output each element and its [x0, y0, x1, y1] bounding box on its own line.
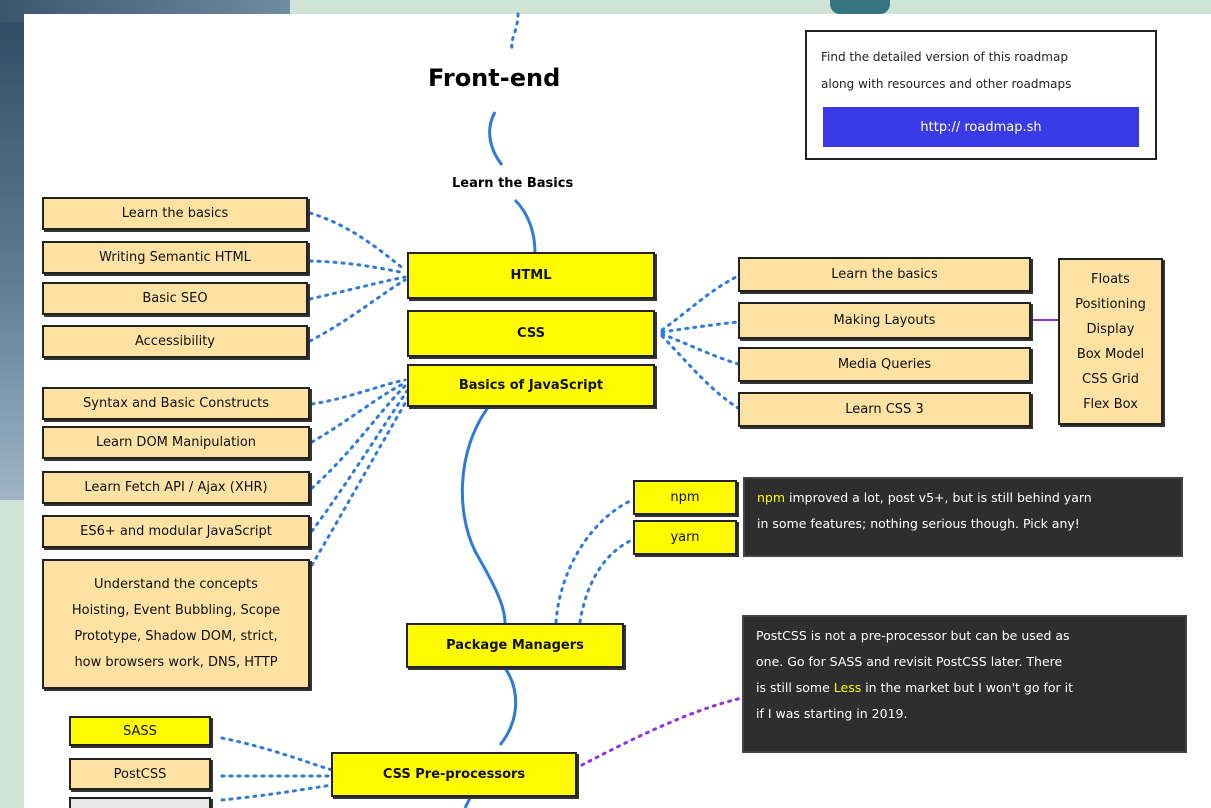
- node-css-preprocessors[interactable]: CSS Pre-processors: [331, 752, 577, 797]
- spine-js-to-pkg: [460, 404, 507, 624]
- link-css-3: [660, 332, 740, 366]
- node-package-managers[interactable]: Package Managers: [406, 623, 624, 668]
- pkg-note: npm improved a lot, post v5+, but is sti…: [743, 477, 1183, 557]
- link-pre-note: [580, 696, 744, 767]
- layout-topic-5: CSS Grid: [1082, 371, 1139, 387]
- info-text-1: Find the detailed version of this roadma…: [821, 50, 1068, 64]
- info-text-2: along with resources and other roadmaps: [821, 77, 1072, 91]
- node-html[interactable]: HTML: [407, 252, 655, 299]
- link-html-1: [308, 211, 407, 272]
- layout-topic-6: Flex Box: [1083, 396, 1138, 412]
- js-item-4[interactable]: ES6+ and modular JavaScript: [42, 515, 310, 548]
- info-box: Find the detailed version of this roadma…: [805, 30, 1157, 160]
- spine-basics-to-html: [513, 198, 537, 254]
- pkg-note-line-2: in some features; nothing serious though…: [757, 516, 1080, 531]
- layout-topic-3: Display: [1086, 321, 1135, 337]
- js-concepts-line-1: Understand the concepts: [94, 577, 258, 592]
- html-item-2[interactable]: Writing Semantic HTML: [42, 241, 308, 274]
- pre-note-line-2: one. Go for SASS and revisit PostCSS lat…: [756, 654, 1063, 669]
- pre-note-line-1: PostCSS is not a pre-processor but can b…: [756, 628, 1070, 643]
- node-css[interactable]: CSS: [407, 310, 655, 357]
- roadmap-link-button[interactable]: http:// roadmap.sh: [823, 107, 1139, 147]
- pkg-note-highlight: npm: [757, 490, 786, 505]
- link-js-4: [310, 388, 410, 533]
- pre-note-line-3: is still some Less in the market but I w…: [756, 675, 1173, 701]
- link-pre-third: [220, 783, 334, 802]
- layout-topic-1: Floats: [1091, 271, 1130, 287]
- pre-note-highlight: Less: [833, 680, 862, 695]
- link-css-4: [660, 334, 740, 410]
- js-concepts-line-3: Prototype, Shadow DOM, strict,: [74, 629, 278, 644]
- pkg-item-npm[interactable]: npm: [633, 480, 737, 515]
- link-html-2: [308, 259, 407, 275]
- css-item-3[interactable]: Media Queries: [738, 347, 1031, 382]
- spine-pre-bottom: [463, 797, 472, 808]
- pkg-item-yarn[interactable]: yarn: [633, 520, 737, 555]
- js-concepts-line-2: Hoisting, Event Bubbling, Scope: [71, 603, 281, 618]
- roadmap-title: Front-end: [428, 64, 561, 92]
- css-item-1[interactable]: Learn the basics: [738, 257, 1031, 292]
- layout-topic-2: Positioning: [1075, 296, 1146, 312]
- section-subtitle: Learn the Basics: [452, 176, 574, 191]
- html-item-1[interactable]: Learn the basics: [42, 197, 308, 230]
- link-pkg-yarn: [578, 538, 634, 624]
- css-item-4[interactable]: Learn CSS 3: [738, 392, 1031, 427]
- pkg-note-line-1: npm improved a lot, post v5+, but is sti…: [757, 485, 1169, 511]
- link-html-4: [308, 278, 407, 343]
- js-item-2[interactable]: Learn DOM Manipulation: [42, 426, 310, 459]
- header-title-fragment: [830, 0, 890, 14]
- pre-note-line-4: if I was starting in 2019.: [756, 706, 908, 721]
- pre-item-partial[interactable]: [69, 797, 211, 808]
- js-concepts-box[interactable]: Understand the concepts Hoisting, Event …: [42, 559, 310, 689]
- link-html-3: [308, 275, 407, 301]
- js-item-3[interactable]: Learn Fetch API / Ajax (XHR): [42, 471, 310, 504]
- spine-top-dotted: [510, 12, 520, 50]
- link-js-3: [310, 384, 407, 490]
- link-css-2: [660, 320, 740, 334]
- js-concepts-line-4: how browsers work, DNS, HTTP: [74, 655, 278, 670]
- link-css-1: [660, 274, 740, 332]
- css-item-2[interactable]: Making Layouts: [738, 302, 1031, 339]
- link-js-1: [310, 378, 407, 406]
- pre-note: PostCSS is not a pre-processor but can b…: [742, 615, 1187, 753]
- layout-topic-4: Box Model: [1076, 346, 1145, 362]
- html-item-4[interactable]: Accessibility: [42, 325, 308, 358]
- pre-item-postcss[interactable]: PostCSS: [69, 758, 211, 790]
- link-pre-sass: [220, 736, 334, 772]
- html-item-3[interactable]: Basic SEO: [42, 282, 308, 315]
- pre-item-sass[interactable]: SASS: [69, 716, 211, 746]
- pkg-note-line-1-rest: improved a lot, post v5+, but is still b…: [785, 490, 1092, 505]
- background-photo-strip: [0, 0, 24, 500]
- spine-title-curve: [488, 111, 504, 166]
- layout-topics-box[interactable]: Floats Positioning Display Box Model CSS…: [1058, 258, 1163, 425]
- pre-note-line-3-pre: is still some: [756, 680, 834, 695]
- js-item-1[interactable]: Syntax and Basic Constructs: [42, 387, 310, 420]
- pre-note-line-3-post: in the market but I won't go for it: [861, 680, 1073, 695]
- link-js-5: [310, 393, 412, 567]
- spine-pkg-to-pre: [498, 667, 518, 746]
- link-pkg-npm: [554, 498, 634, 624]
- node-javascript[interactable]: Basics of JavaScript: [407, 364, 655, 407]
